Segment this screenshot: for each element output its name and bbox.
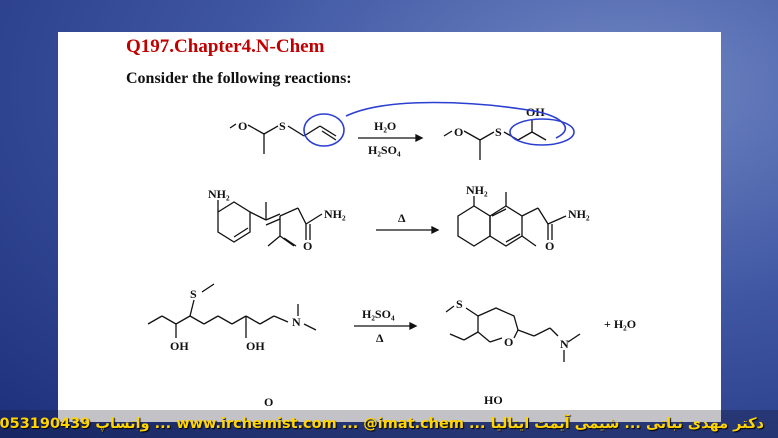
reaction-4-label-ho: HO	[484, 393, 503, 407]
reactant-1-label-s: S	[279, 119, 286, 133]
reactant-3-label-n: N	[292, 315, 301, 329]
reagent-3-top: H₂SO₄	[362, 307, 395, 321]
product-3-label-s: S	[456, 297, 463, 311]
watermark-banner: دکتر مهدی نباتی ... شیمی آیمت ایتالیا ..…	[0, 410, 778, 438]
reagent-1-bottom: H₂SO₄	[368, 143, 401, 157]
reaction-3-arrow: H₂SO₄ Δ	[354, 307, 418, 345]
reactant-2-label-nh2-amide: NH₂	[324, 207, 346, 221]
reaction-1-product: O S OH	[443, 105, 547, 160]
product-1-label-s: S	[495, 125, 502, 139]
reaction-1-arrow: H₂O H₂SO₄	[358, 119, 424, 157]
reagent-3-bottom: Δ	[376, 331, 384, 345]
banner-text: دکتر مهدی نباتی ... شیمی آیمت ایتالیا ..…	[0, 416, 764, 432]
reaction-3-product: S O N	[445, 297, 581, 362]
reactant-1-label-o: O	[238, 119, 247, 133]
reactant-2-label-o: O	[303, 239, 312, 253]
reaction-2-arrow: Δ	[376, 211, 440, 235]
product-2-label-nh2: NH₂	[466, 183, 488, 197]
reaction-4-label-o: O	[264, 395, 273, 409]
product-2-label-nh2-amide: NH₂	[568, 207, 590, 221]
reaction-3-reactant: OH S OH N	[147, 283, 317, 353]
reaction-1-reactant: O S	[229, 119, 337, 154]
reaction-4-partial: O HO	[264, 393, 503, 409]
reagent-2-top: Δ	[398, 211, 406, 225]
reactant-2-label-nh2: NH₂	[208, 187, 230, 201]
reaction-3: OH S OH N H₂SO₄	[147, 283, 636, 362]
reaction-2-product: NH₂ NH₂ O	[457, 183, 590, 253]
slide-title: Q197.Chapter4.N-Chem	[126, 36, 325, 57]
reaction-1: O S H₂O H₂SO₄ O	[229, 101, 575, 160]
handwritten-annotation	[303, 101, 575, 147]
slide-subtitle: Consider the following reactions:	[126, 70, 352, 87]
product-3-label-o: O	[504, 335, 513, 349]
reagent-1-top: H₂O	[374, 119, 396, 133]
reaction-3-byproduct: + H₂O	[604, 317, 636, 331]
reactant-3-label-oh-1: OH	[170, 339, 189, 353]
product-3-label-n: N	[560, 337, 569, 351]
product-1-label-o: O	[454, 125, 463, 139]
reactant-3-label-oh-2: OH	[246, 339, 265, 353]
reaction-scheme: O S H₂O H₂SO₄ O	[147, 101, 636, 409]
reactant-3-label-s: S	[190, 287, 197, 301]
product-2-label-o: O	[545, 239, 554, 253]
reaction-2: NH₂ NH₂ O Δ	[208, 183, 590, 253]
reaction-2-reactant: NH₂ NH₂ O	[208, 187, 346, 253]
slide: Q197.Chapter4.N-Chem Consider the follow…	[58, 32, 721, 422]
